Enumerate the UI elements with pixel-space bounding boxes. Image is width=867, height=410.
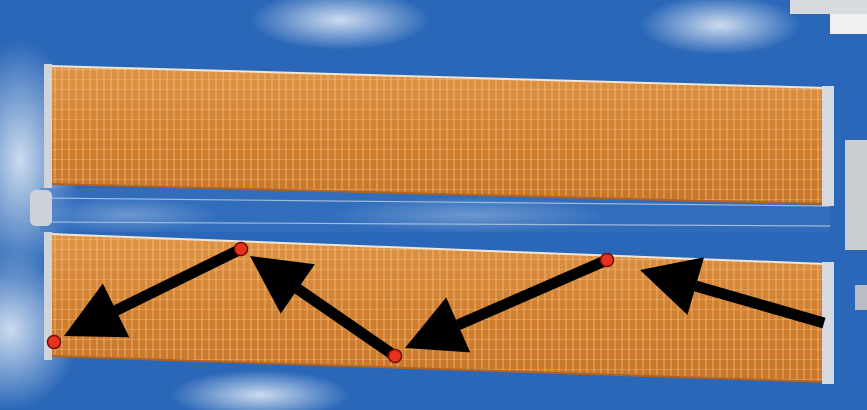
arrow-shaft [694,280,826,329]
arrow-segment-3 [250,256,399,361]
arrow-shaft [294,284,399,361]
arrow-segment-4 [64,244,244,338]
upper-solar-panel [44,64,834,206]
mast-cable-2 [39,221,831,227]
waypoint-marker-4 [599,252,615,268]
mast-canister [30,190,52,226]
waypoint-marker-2 [233,241,249,257]
arrow-shaft [113,244,244,316]
waypoint-marker-1 [46,334,62,350]
arrow-head [64,283,130,338]
arrow-head [405,297,471,353]
waypoint-marker-3 [387,348,403,364]
arrow-head [250,256,315,314]
path-arrows [64,244,826,361]
arrow-segment-2 [405,254,610,353]
arrow-segment-1 [640,257,826,329]
path-markers [46,241,615,364]
station-truss-fragment [790,0,867,310]
mast-cable-1 [39,197,831,207]
arrow-head [640,257,705,315]
arrow-shaft [455,254,610,330]
